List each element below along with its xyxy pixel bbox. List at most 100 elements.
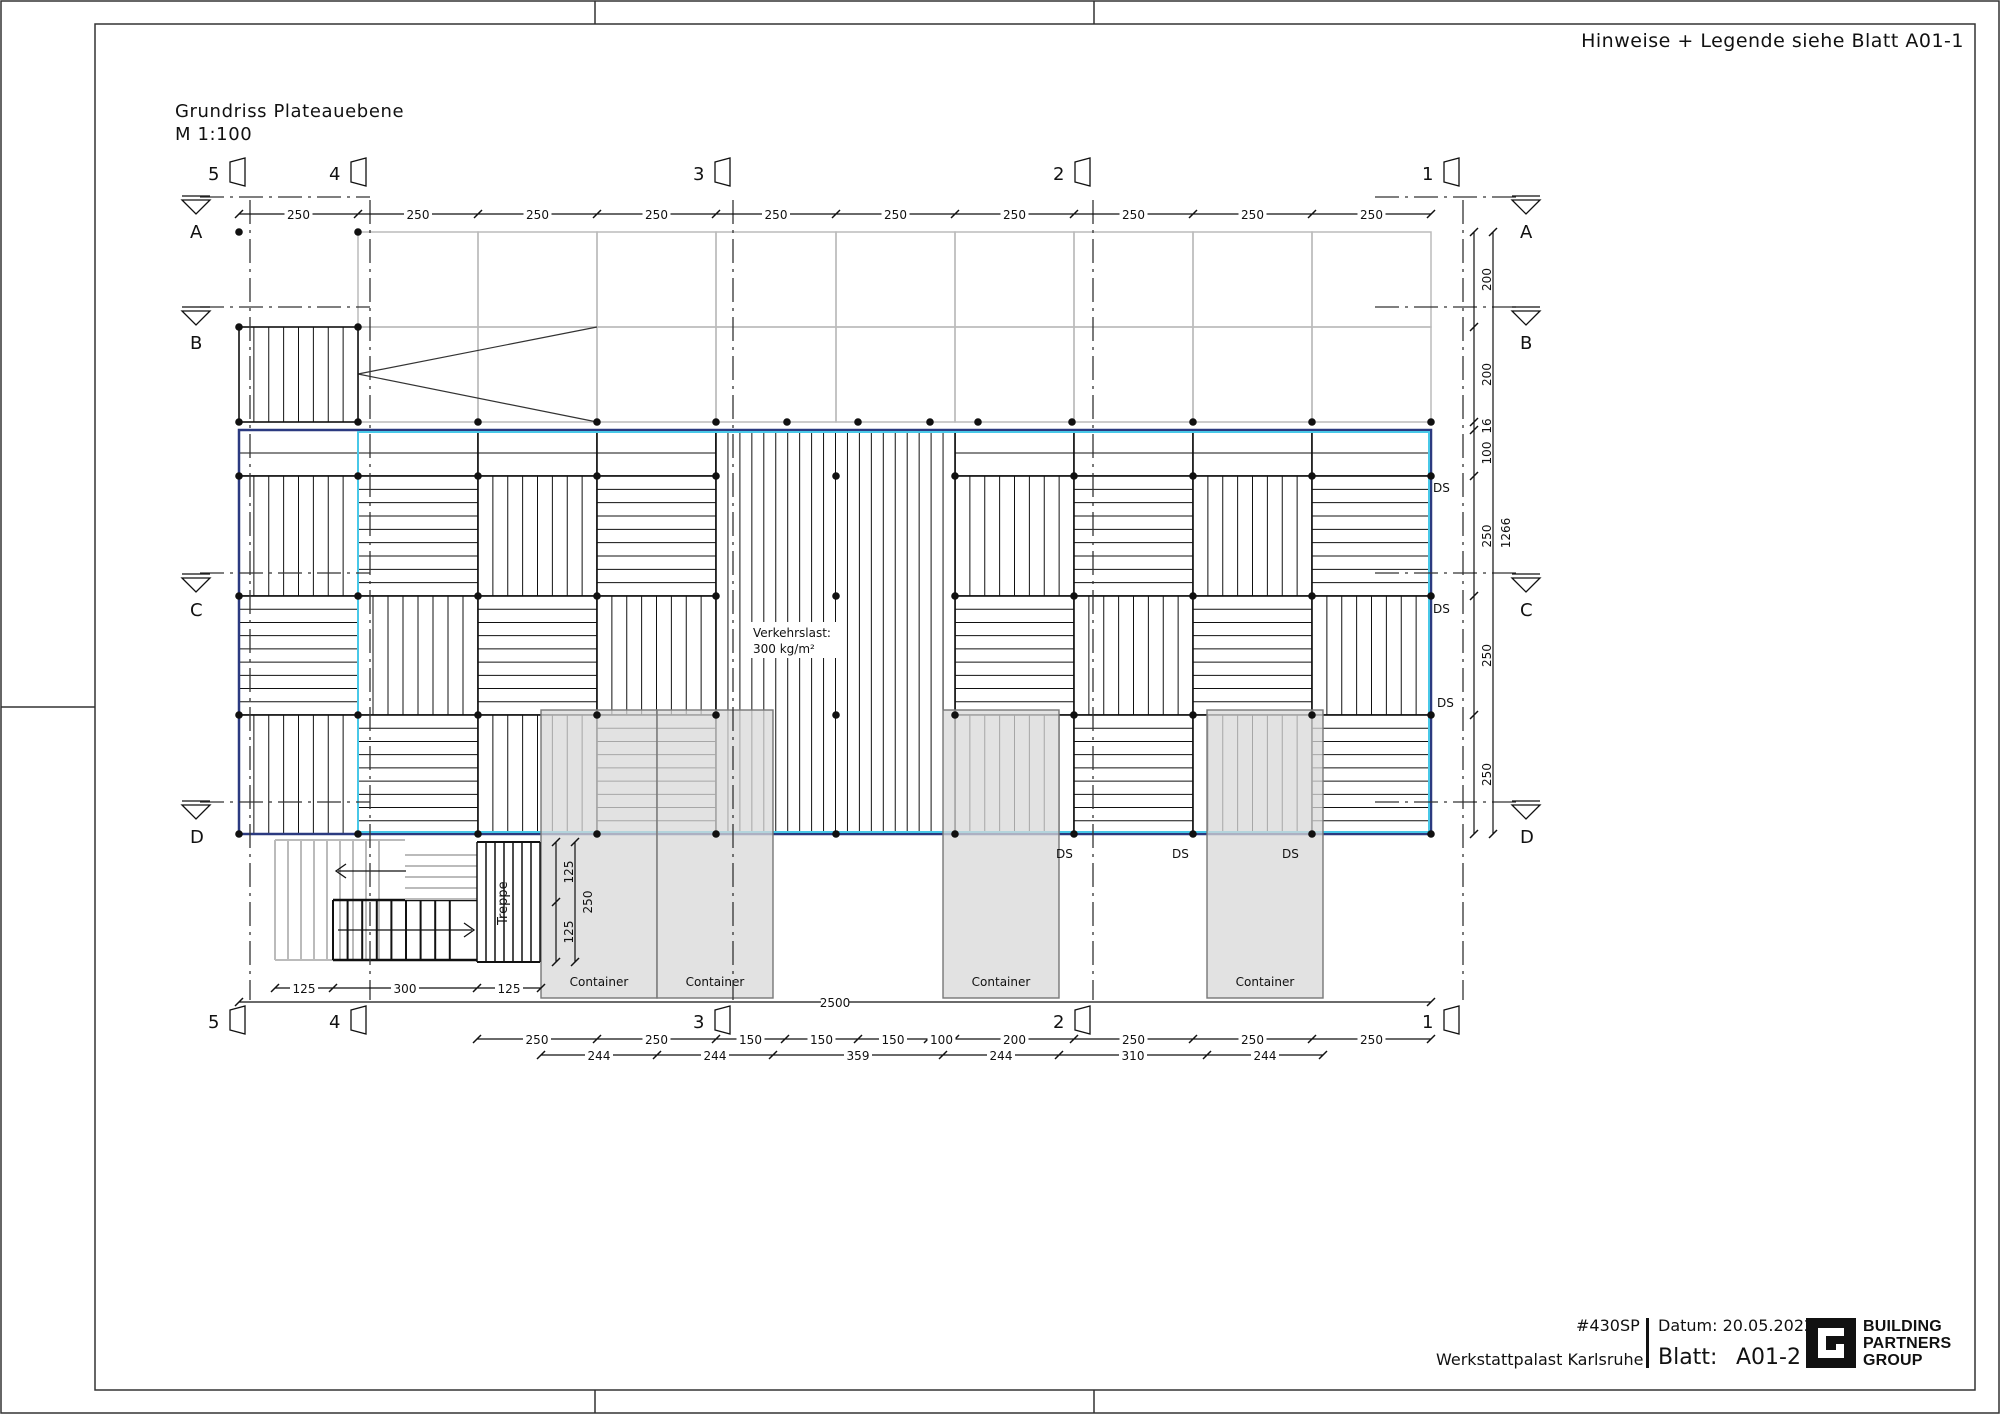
titleblock-divider: [1646, 1318, 1649, 1368]
tick: [1307, 209, 1317, 219]
tick: [652, 1050, 662, 1060]
dim-label: 150: [739, 1033, 762, 1047]
arrow-head: [334, 863, 347, 879]
support-dot: [832, 592, 840, 600]
dim-label: 250: [1003, 208, 1026, 222]
dim-label: 250: [526, 208, 549, 222]
label-bg: [821, 994, 849, 1008]
support-dot: [1070, 830, 1078, 838]
tick: [353, 209, 363, 219]
dim-label: 100: [1480, 442, 1494, 465]
dim-label: 150: [810, 1033, 833, 1047]
plan-scale: M 1:100: [175, 124, 253, 145]
support-dot: [1189, 472, 1197, 480]
support-dot: [1189, 418, 1197, 426]
tick: [1188, 1034, 1198, 1044]
label-bg: [642, 1031, 671, 1045]
support-dot: [926, 418, 934, 426]
grey-cell: [1073, 231, 1194, 328]
label-bg: [987, 1047, 1015, 1061]
tick: [853, 1034, 863, 1044]
axis-marker-icon: [1510, 577, 1542, 593]
support-dot: [354, 830, 362, 838]
grey-cell: [596, 326, 717, 423]
tick: [592, 209, 602, 219]
dim-label: 250: [1480, 644, 1494, 667]
dim-label: 250: [1241, 1033, 1264, 1047]
support-dot: [832, 711, 840, 719]
taper-line: [357, 326, 598, 375]
tick: [1469, 471, 1479, 481]
dim-label: 300: [394, 982, 417, 996]
tick: [780, 1034, 790, 1044]
label-bg: [844, 1047, 872, 1061]
tick: [1469, 425, 1479, 435]
label-bg: [736, 1031, 765, 1045]
tick: [270, 983, 280, 993]
support-dot: [832, 472, 840, 480]
support-dot: [1189, 830, 1197, 838]
grey-cell: [477, 231, 598, 328]
upper-unloaded-area: [357, 231, 1432, 423]
sheet-number: A01-2: [1736, 1345, 1801, 1370]
support-dot: [474, 830, 482, 838]
ds-label: DS: [1433, 602, 1450, 616]
arrow-head: [463, 922, 476, 938]
support-dot: [593, 418, 601, 426]
axis-marker-icon: [1074, 1005, 1091, 1035]
tick: [234, 997, 244, 1007]
dim-label: 2500: [820, 996, 851, 1010]
grey-cell: [1311, 231, 1432, 328]
tick: [1426, 997, 1436, 1007]
support-points: [235, 228, 1435, 838]
cyan-outline: [357, 431, 1430, 833]
support-dot: [354, 711, 362, 719]
dim-label: 16: [1480, 418, 1494, 433]
support-dot: [474, 592, 482, 600]
container: [656, 709, 774, 999]
label-bg: [1238, 206, 1267, 220]
grey-cell: [357, 231, 479, 328]
support-dot: [854, 418, 862, 426]
support-dot: [354, 472, 362, 480]
load-label: Verkehrslast:: [753, 626, 831, 640]
support-dot: [832, 830, 840, 838]
tick: [1426, 1034, 1436, 1044]
tick: [768, 1050, 778, 1060]
axis-col-label: 5: [208, 1012, 219, 1033]
grey-cell: [1311, 326, 1432, 423]
support-dot: [1427, 592, 1435, 600]
label-bg: [1238, 1031, 1267, 1045]
grey-cell: [1192, 231, 1313, 328]
axis-marker-icon: [1074, 157, 1091, 187]
label-bg: [1119, 1031, 1148, 1045]
support-dot: [1189, 592, 1197, 600]
axis-marker-icon: [180, 310, 212, 326]
ds-label: DS: [1437, 696, 1454, 710]
axis-marker-icon: [1443, 157, 1460, 187]
support-dot: [951, 711, 959, 719]
support-dot: [593, 472, 601, 480]
support-dot: [235, 830, 243, 838]
dim-label: 250: [645, 1033, 668, 1047]
tick: [1054, 1050, 1064, 1060]
support-dot: [593, 592, 601, 600]
dim-label: 125: [562, 861, 576, 884]
tick: [570, 957, 580, 967]
support-dot: [1189, 711, 1197, 719]
axis-marker-icon: [180, 577, 212, 593]
dim-label: 250: [1480, 525, 1494, 548]
axis-marker-icon: [350, 1005, 367, 1035]
label-bg: [523, 1031, 551, 1045]
support-dot: [1308, 592, 1316, 600]
axis-marker-icon: [714, 157, 731, 187]
axis-row-label: C: [1520, 600, 1533, 621]
support-dot: [235, 592, 243, 600]
support-dot: [712, 472, 720, 480]
grey-cell: [1192, 326, 1313, 423]
company-logo-icon: [1806, 1318, 1856, 1368]
module: [1073, 714, 1194, 835]
sheet-label: Blatt:: [1658, 1345, 1718, 1370]
